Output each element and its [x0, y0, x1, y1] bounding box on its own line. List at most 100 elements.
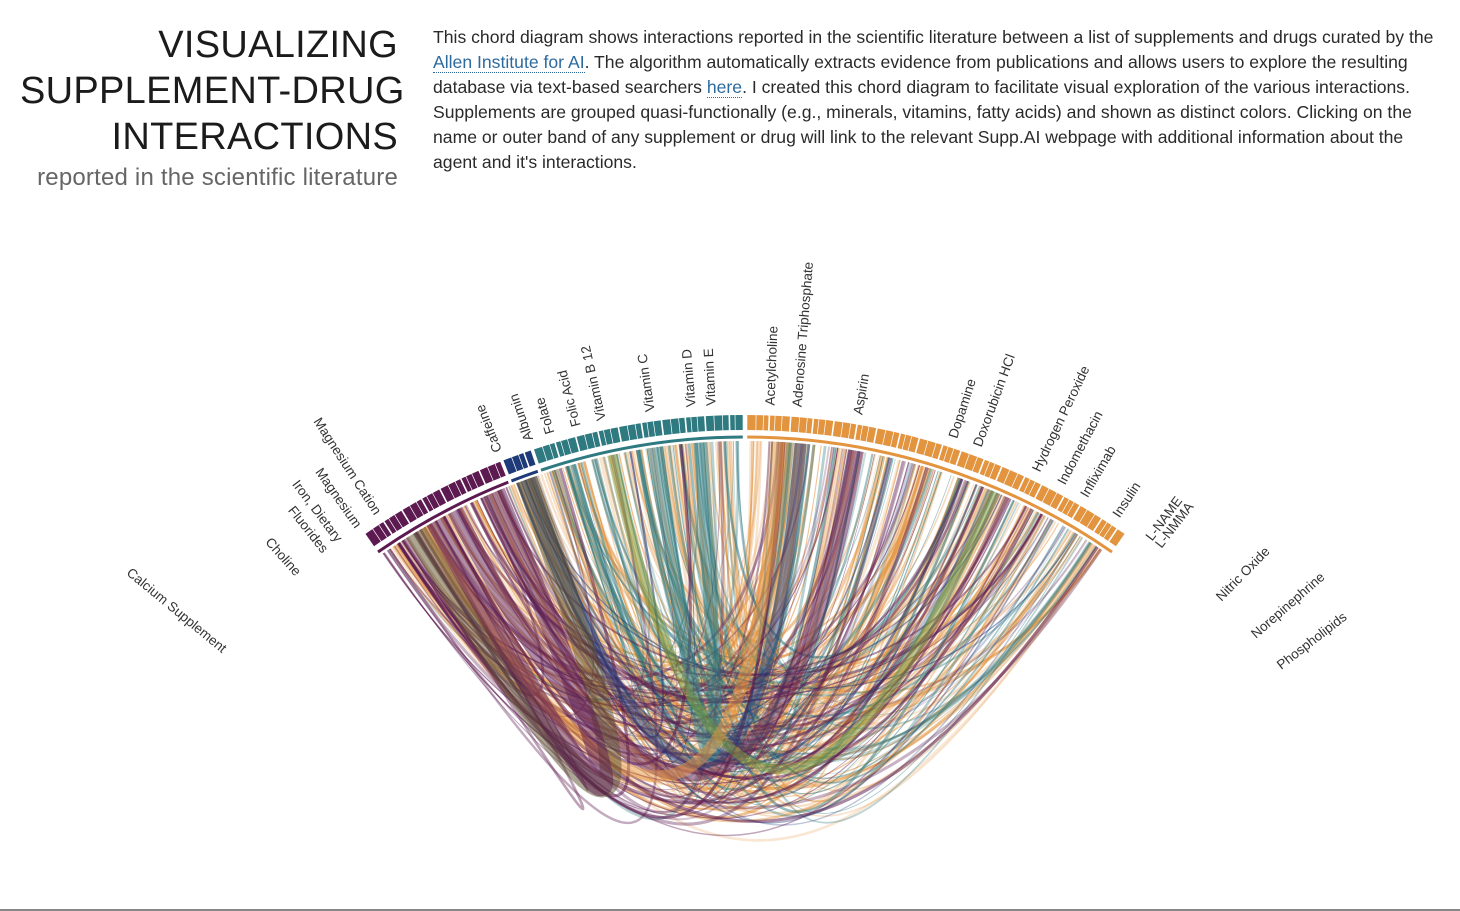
arc-separator [400, 509, 411, 525]
chord-label[interactable]: Acetylcholine [762, 326, 780, 406]
chord-label[interactable]: Dopamine [946, 377, 979, 440]
arc-separator [696, 415, 699, 433]
arc-separator [560, 440, 566, 457]
arc-separator [937, 443, 944, 461]
arc-separator [591, 431, 596, 449]
ribbon [635, 449, 1041, 818]
ribbon [708, 441, 1079, 707]
ribbon [627, 451, 1081, 723]
arc-separator [371, 527, 382, 543]
arc-separator [626, 424, 631, 442]
arc-separator [805, 416, 808, 434]
inner-ring-drugs [747, 435, 1113, 554]
allen-institute-link[interactable]: Allen Institute for AI [433, 52, 585, 73]
arc-separator [596, 430, 603, 448]
arc-separator [1098, 521, 1108, 536]
ribbon [637, 442, 792, 693]
arc-separator [669, 418, 673, 436]
arc-separator [1102, 524, 1113, 539]
ribbon [571, 464, 1025, 817]
ribbon [584, 459, 901, 809]
arc-separator [955, 449, 963, 467]
page-subtitle: reported in the scientific literature [37, 164, 398, 191]
chord-label[interactable]: Insulin [1110, 479, 1144, 520]
ribbon [555, 441, 740, 712]
arc-separator [1055, 495, 1066, 511]
ribbon [434, 443, 804, 706]
chord-label[interactable]: Nitric Oxide [1213, 544, 1273, 604]
arc-separator [459, 477, 469, 494]
arc-separator [971, 455, 979, 473]
ribbon [457, 508, 1043, 690]
arc-separator [602, 429, 608, 446]
arc-separator [652, 420, 656, 438]
page-title-block: VISUALIZING SUPPLEMENT-DRUG INTERACTIONS… [20, 22, 404, 192]
arc-separator [517, 453, 525, 470]
arc-separator [690, 416, 693, 434]
arc-separator [640, 422, 645, 440]
arc-separator [470, 472, 479, 489]
here-link[interactable]: here [706, 77, 743, 98]
ribbon [384, 447, 839, 813]
arc-separator [831, 419, 835, 437]
arc-separator [1041, 487, 1050, 503]
chord-label[interactable]: Aspirin [850, 373, 872, 416]
ribbon [624, 452, 913, 772]
chord-label[interactable]: Choline [262, 535, 304, 579]
chord-label[interactable]: Vitamin B 12 [578, 344, 609, 422]
inner-ring-minerals [377, 480, 509, 554]
arc-separator [797, 416, 801, 434]
ribbon [724, 441, 1084, 824]
ribbon [657, 446, 952, 678]
arc-separator [977, 458, 986, 475]
outer-arcs[interactable] [365, 414, 1125, 554]
arc-separator [767, 414, 771, 432]
ribbon [383, 454, 875, 790]
ribbon [566, 466, 1015, 807]
arc-separator [780, 415, 783, 433]
arc-separator [1033, 483, 1043, 500]
arc-vitamins[interactable] [533, 415, 743, 464]
ribbon [397, 469, 594, 718]
ribbon [393, 443, 692, 740]
chord-label[interactable]: Folate [532, 396, 557, 436]
arc-separator [415, 500, 425, 517]
arc-separator [634, 423, 639, 440]
arc-separator [1078, 508, 1088, 524]
chord-label[interactable]: Calcium Supplement [124, 565, 230, 656]
chord-label[interactable]: Caffeine [473, 403, 505, 455]
arc-separator [788, 415, 792, 433]
intro-paragraph: This chord diagram shows interactions re… [433, 25, 1443, 175]
arc-separator [420, 497, 431, 514]
arc-separator [873, 427, 878, 445]
ribbon [720, 441, 943, 807]
arc-separator [901, 433, 907, 451]
arc-separator [895, 432, 902, 450]
chord-label[interactable]: Phospholipids [1274, 609, 1350, 672]
inner-ring-vitamins [540, 435, 743, 472]
chord-label[interactable]: Adenosine Triphosphate [790, 261, 816, 407]
arc-drugs[interactable] [747, 415, 1125, 547]
arc-separator [923, 439, 929, 457]
arc-separator [810, 417, 815, 435]
arc-separator [988, 462, 996, 479]
arc-minerals[interactable] [365, 461, 506, 547]
chord-label[interactable]: Vitamin C [635, 353, 658, 413]
ribbon [455, 446, 834, 695]
chord-label[interactable]: Folic Acid [555, 369, 584, 429]
chord-label[interactable]: Doxorubicin HCl [970, 352, 1018, 449]
chord-label[interactable]: Vitamin E [701, 348, 719, 406]
bottom-rule [0, 909, 1460, 911]
arc-separator [914, 437, 921, 454]
arc-separator [1071, 504, 1082, 520]
chord-label[interactable]: Albumin [506, 392, 536, 443]
arc-separator [1027, 480, 1037, 497]
arc-separator [948, 447, 955, 464]
arc-misc[interactable] [503, 450, 536, 475]
arc-separator [510, 456, 518, 473]
arc-separator [494, 462, 502, 479]
arc-separator [859, 424, 864, 442]
chord-label[interactable]: Vitamin D [679, 348, 699, 408]
ribbon [566, 465, 1093, 764]
